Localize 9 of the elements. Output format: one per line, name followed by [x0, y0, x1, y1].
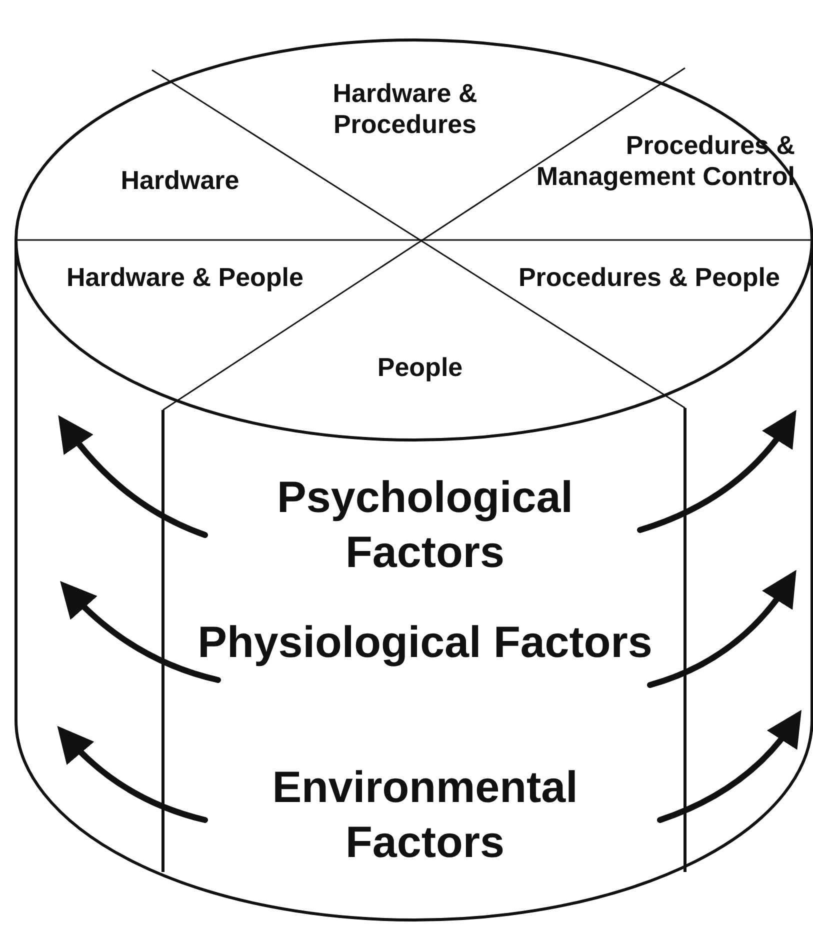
sector-label: Procedures & Management Control — [535, 130, 795, 192]
factor-label: Physiological Factors — [196, 617, 654, 669]
sector-label: Hardware & Procedures — [332, 78, 478, 140]
factor-label: Psychological Factors — [276, 472, 574, 579]
sector-label: People — [376, 352, 464, 384]
sector-label: Hardware & People — [66, 262, 304, 294]
factor-label: Environmental Factors — [271, 762, 579, 869]
sector-label: Procedures & People — [517, 262, 780, 294]
sector-label: Hardware — [120, 165, 240, 196]
